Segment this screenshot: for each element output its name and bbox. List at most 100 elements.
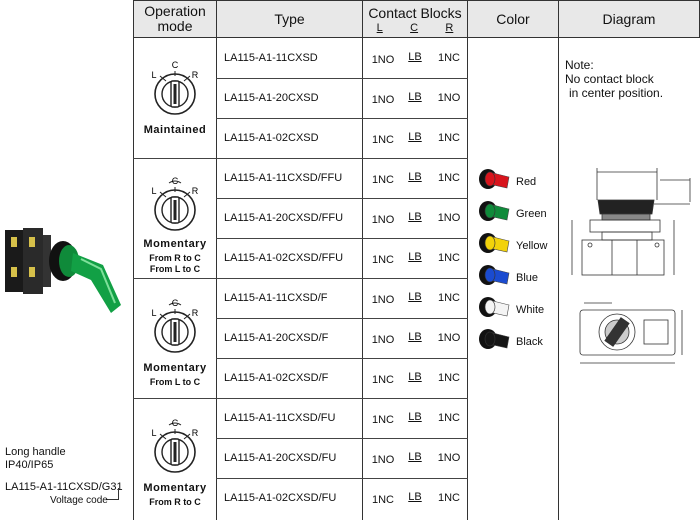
voltage-code-leader xyxy=(118,488,119,500)
type-cell: LA115-A1-20CXSD xyxy=(224,92,319,104)
mode-sub-1b: From L to C xyxy=(149,264,201,274)
row-divider xyxy=(216,198,468,199)
selector-dial-icon: LCR xyxy=(151,60,199,115)
color-swatch-icon xyxy=(479,265,510,285)
dial-letter-l: L xyxy=(151,186,156,196)
mode-sub-1a: From R to C xyxy=(149,253,201,263)
note-line2: No contact block xyxy=(565,72,654,86)
selector-dial-icon: LCR xyxy=(151,418,199,473)
cb-left: 1NC xyxy=(371,494,394,506)
cb-center: LB xyxy=(408,451,422,463)
cb-center: LB xyxy=(408,371,422,383)
mode-label-momentary-1: Momentary xyxy=(143,238,207,250)
row-divider xyxy=(133,158,468,159)
cb-left: 1NO xyxy=(371,94,395,106)
header-diagram: Diagram xyxy=(558,0,700,38)
cb-center: LB xyxy=(408,51,422,63)
row-divider xyxy=(216,358,468,359)
header-operation-mode: Operation mode xyxy=(133,0,217,38)
type-cell: LA115-A1-20CXSD/FU xyxy=(224,452,337,464)
color-swatch-icon xyxy=(479,297,510,317)
selector-dial-icon: LCR xyxy=(151,176,199,231)
note-line1: Note: xyxy=(565,58,594,72)
header-color: Color xyxy=(467,0,559,38)
mode-label-maintained: Maintained xyxy=(143,124,207,136)
mode-sub-3a: From R to C xyxy=(149,497,201,507)
cb-center: LB xyxy=(408,491,422,503)
cb-center: LB xyxy=(408,331,422,343)
cb-right: 1NO xyxy=(437,332,461,344)
cb-left: 1NO xyxy=(371,214,395,226)
type-cell: LA115-A1-02CXSD/FFU xyxy=(224,252,344,264)
color-label: White xyxy=(516,304,545,316)
mode-sub-2a: From L to C xyxy=(149,377,201,387)
cb-right: 1NC xyxy=(437,492,460,504)
type-cell: LA115-A1-11CXSD xyxy=(224,52,318,64)
type-cell: LA115-A1-02CXSD/F xyxy=(224,372,329,384)
cb-left: 1NO xyxy=(371,294,395,306)
row-divider xyxy=(216,78,468,79)
row-divider xyxy=(216,118,468,119)
grid-line xyxy=(362,38,363,520)
cb-right: 1NC xyxy=(437,292,460,304)
cb-left: 1NC xyxy=(371,414,394,426)
dial-letter-c: C xyxy=(172,418,179,428)
row-divider xyxy=(216,238,468,239)
type-cell: LA115-A1-20CXSD/FFU xyxy=(224,212,344,224)
row-divider xyxy=(216,318,468,319)
header-cb-l: L xyxy=(376,21,383,34)
color-label: Green xyxy=(516,208,547,220)
color-swatch-icon xyxy=(479,201,510,221)
type-cell: LA115-A1-20CXSD/F xyxy=(224,332,329,344)
diagram-note: Note: No contact block in center positio… xyxy=(565,58,663,100)
color-label: Blue xyxy=(516,272,539,284)
header-cb-r: R xyxy=(445,21,454,34)
selector-dial-icon: LCR xyxy=(151,298,199,353)
cb-right: 1NO xyxy=(437,212,461,224)
type-cell: LA115-A1-02CXSD xyxy=(224,132,319,144)
cb-left: 1NO xyxy=(371,54,395,66)
cb-right: 1NO xyxy=(437,452,461,464)
caption-model: LA115-A1-11CXSD/G31 xyxy=(5,481,123,493)
color-swatch-icon xyxy=(479,233,510,253)
header-operation-mode-line1: Operation xyxy=(144,3,206,19)
cb-left: 1NO xyxy=(371,454,395,466)
caption-ip: IP40/IP65 xyxy=(5,459,54,471)
grid-line xyxy=(467,38,468,520)
dial-letter-c: C xyxy=(172,60,179,70)
note-line3: in center position. xyxy=(569,86,664,100)
caption-voltage-code: Voltage code xyxy=(50,495,108,506)
row-divider xyxy=(133,398,468,399)
header-operation-mode-line2: mode xyxy=(157,18,193,34)
cb-right: 1NC xyxy=(437,252,460,264)
mode-label-momentary-3: Momentary xyxy=(143,482,207,494)
type-cell: LA115-A1-02CXSD/FU xyxy=(224,492,337,504)
header-contact-blocks-title: Contact Blocks xyxy=(368,4,462,21)
technical-drawing xyxy=(571,168,691,364)
dial-letter-c: C xyxy=(172,176,179,186)
color-label: Black xyxy=(516,336,543,348)
type-cell: LA115-A1-11CXSD/F xyxy=(224,292,328,304)
row-divider xyxy=(216,438,468,439)
grid-line xyxy=(133,38,134,520)
cb-center: LB xyxy=(408,131,422,143)
dial-letter-r: R xyxy=(192,308,199,318)
cb-right: 1NO xyxy=(437,92,461,104)
cb-right: 1NC xyxy=(437,52,460,64)
voltage-code-leader xyxy=(106,499,119,500)
cb-left: 1NC xyxy=(371,134,394,146)
header-type: Type xyxy=(216,0,363,38)
dial-letter-r: R xyxy=(192,428,199,438)
cb-center: LB xyxy=(408,91,422,103)
cb-center: LB xyxy=(408,291,422,303)
dial-letter-l: L xyxy=(151,308,156,318)
product-photo xyxy=(5,228,121,313)
cb-left: 1NC xyxy=(371,254,394,266)
cb-center: LB xyxy=(408,211,422,223)
cb-center: LB xyxy=(408,411,422,423)
dial-letter-r: R xyxy=(192,70,199,80)
color-swatch-icon xyxy=(479,329,510,349)
row-divider xyxy=(216,478,468,479)
cb-left: 1NO xyxy=(371,334,395,346)
cb-right: 1NC xyxy=(437,412,460,424)
